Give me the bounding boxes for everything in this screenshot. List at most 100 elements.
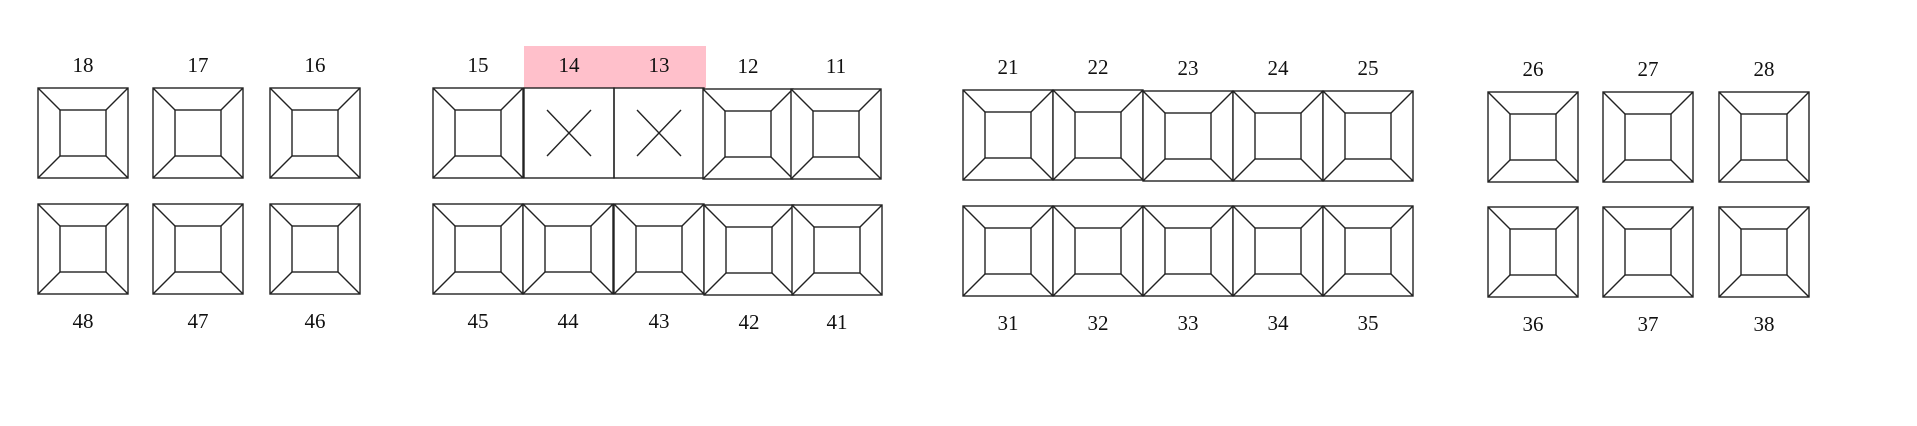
tooth-occlusal-surface bbox=[544, 225, 592, 273]
tooth-36[interactable]: 36 bbox=[1487, 206, 1579, 336]
tooth-23[interactable]: 23 bbox=[1142, 56, 1234, 182]
tooth-number-label: 32 bbox=[1088, 311, 1109, 335]
upper-tooth-row: 18 17 16 15 14 13 12 11 21 22 23 24 25 26 27 28 bbox=[37, 53, 1810, 183]
tooth-number-label: 45 bbox=[468, 309, 489, 333]
tooth-21[interactable]: 21 bbox=[962, 55, 1054, 181]
tooth-34[interactable]: 34 bbox=[1232, 205, 1324, 335]
tooth-24[interactable]: 24 bbox=[1232, 56, 1324, 182]
tooth-43[interactable]: 43 bbox=[613, 203, 705, 333]
tooth-33[interactable]: 33 bbox=[1142, 205, 1234, 335]
tooth-48[interactable]: 48 bbox=[37, 203, 129, 333]
tooth-occlusal-surface bbox=[59, 109, 107, 157]
tooth-12[interactable]: 12 bbox=[702, 54, 794, 180]
missing-tooth-x-icon bbox=[546, 109, 592, 157]
tooth-number-label: 46 bbox=[305, 309, 326, 333]
tooth-number-label: 28 bbox=[1754, 57, 1775, 81]
tooth-46[interactable]: 46 bbox=[269, 203, 361, 333]
tooth-45[interactable]: 45 bbox=[432, 203, 524, 333]
tooth-number-label: 22 bbox=[1088, 55, 1109, 79]
tooth-11[interactable]: 11 bbox=[790, 54, 882, 180]
tooth-number-label: 42 bbox=[739, 310, 760, 334]
tooth-16[interactable]: 16 bbox=[269, 53, 361, 179]
tooth-number-label: 34 bbox=[1268, 311, 1290, 335]
tooth-number-label: 17 bbox=[188, 53, 209, 77]
tooth-number-label: 24 bbox=[1268, 56, 1290, 80]
tooth-27[interactable]: 27 bbox=[1602, 57, 1694, 183]
tooth-31[interactable]: 31 bbox=[962, 205, 1054, 335]
tooth-occlusal-surface bbox=[1624, 228, 1672, 276]
tooth-occlusal-surface bbox=[1254, 227, 1302, 275]
tooth-number-label: 23 bbox=[1178, 56, 1199, 80]
tooth-number-label: 12 bbox=[738, 54, 759, 78]
tooth-number-label: 37 bbox=[1638, 312, 1659, 336]
tooth-32[interactable]: 32 bbox=[1052, 205, 1144, 335]
tooth-occlusal-surface bbox=[984, 227, 1032, 275]
tooth-occlusal-surface bbox=[1344, 227, 1392, 275]
tooth-number-label: 27 bbox=[1638, 57, 1659, 81]
tooth-occlusal-surface bbox=[1740, 113, 1788, 161]
tooth-38[interactable]: 38 bbox=[1718, 206, 1810, 336]
tooth-42[interactable]: 42 bbox=[703, 204, 795, 334]
tooth-occlusal-surface bbox=[725, 226, 773, 274]
tooth-44[interactable]: 44 bbox=[522, 203, 614, 333]
tooth-number-label: 25 bbox=[1358, 56, 1379, 80]
tooth-occlusal-surface bbox=[1074, 227, 1122, 275]
tooth-number-label: 48 bbox=[73, 309, 94, 333]
tooth-41[interactable]: 41 bbox=[791, 204, 883, 334]
tooth-occlusal-surface bbox=[1254, 112, 1302, 160]
tooth-number-label: 43 bbox=[649, 309, 670, 333]
tooth-occlusal-surface bbox=[813, 226, 861, 274]
tooth-occlusal-surface bbox=[1164, 112, 1212, 160]
tooth-occlusal-surface bbox=[59, 225, 107, 273]
tooth-number-label: 13 bbox=[649, 53, 670, 77]
tooth-occlusal-surface bbox=[1624, 113, 1672, 161]
tooth-occlusal-surface bbox=[291, 225, 339, 273]
tooth-number-label: 31 bbox=[998, 311, 1019, 335]
tooth-number-label: 15 bbox=[468, 53, 489, 77]
lower-tooth-row: 48 47 46 45 44 43 42 41 31 32 33 34 35 36 37 38 bbox=[37, 203, 1810, 336]
tooth-number-label: 33 bbox=[1178, 311, 1199, 335]
tooth-18[interactable]: 18 bbox=[37, 53, 129, 179]
tooth-17[interactable]: 17 bbox=[152, 53, 244, 179]
tooth-28[interactable]: 28 bbox=[1718, 57, 1810, 183]
tooth-26[interactable]: 26 bbox=[1487, 57, 1579, 183]
selection-highlight-layer bbox=[524, 46, 706, 88]
tooth-number-label: 16 bbox=[305, 53, 326, 77]
tooth-number-label: 21 bbox=[998, 55, 1019, 79]
tooth-occlusal-surface bbox=[1509, 228, 1557, 276]
tooth-occlusal-surface bbox=[635, 225, 683, 273]
tooth-number-label: 38 bbox=[1754, 312, 1775, 336]
tooth-number-label: 11 bbox=[826, 54, 846, 78]
tooth-occlusal-surface bbox=[1344, 112, 1392, 160]
tooth-occlusal-surface bbox=[1509, 113, 1557, 161]
tooth-25[interactable]: 25 bbox=[1322, 56, 1414, 182]
tooth-occlusal-surface bbox=[1740, 228, 1788, 276]
tooth-35[interactable]: 35 bbox=[1322, 205, 1414, 335]
tooth-22[interactable]: 22 bbox=[1052, 55, 1144, 181]
tooth-number-label: 18 bbox=[73, 53, 94, 77]
tooth-number-label: 14 bbox=[559, 53, 581, 77]
tooth-number-label: 41 bbox=[827, 310, 848, 334]
tooth-occlusal-surface bbox=[454, 109, 502, 157]
tooth-number-label: 26 bbox=[1523, 57, 1544, 81]
tooth-occlusal-surface bbox=[454, 225, 502, 273]
tooth-number-label: 35 bbox=[1358, 311, 1379, 335]
tooth-15[interactable]: 15 bbox=[432, 53, 524, 179]
selected-teeth-highlight bbox=[524, 46, 706, 88]
tooth-37[interactable]: 37 bbox=[1602, 206, 1694, 336]
missing-tooth-x-icon bbox=[636, 109, 682, 157]
tooth-number-label: 36 bbox=[1523, 312, 1544, 336]
tooth-occlusal-surface bbox=[1074, 111, 1122, 159]
tooth-occlusal-surface bbox=[174, 109, 222, 157]
tooth-occlusal-surface bbox=[984, 111, 1032, 159]
tooth-number-label: 44 bbox=[558, 309, 580, 333]
tooth-occlusal-surface bbox=[724, 110, 772, 158]
tooth-13[interactable]: 13 bbox=[613, 53, 705, 179]
tooth-occlusal-surface bbox=[812, 110, 860, 158]
tooth-number-label: 47 bbox=[188, 309, 209, 333]
tooth-occlusal-surface bbox=[174, 225, 222, 273]
tooth-occlusal-surface bbox=[291, 109, 339, 157]
tooth-occlusal-surface bbox=[1164, 227, 1212, 275]
tooth-47[interactable]: 47 bbox=[152, 203, 244, 333]
